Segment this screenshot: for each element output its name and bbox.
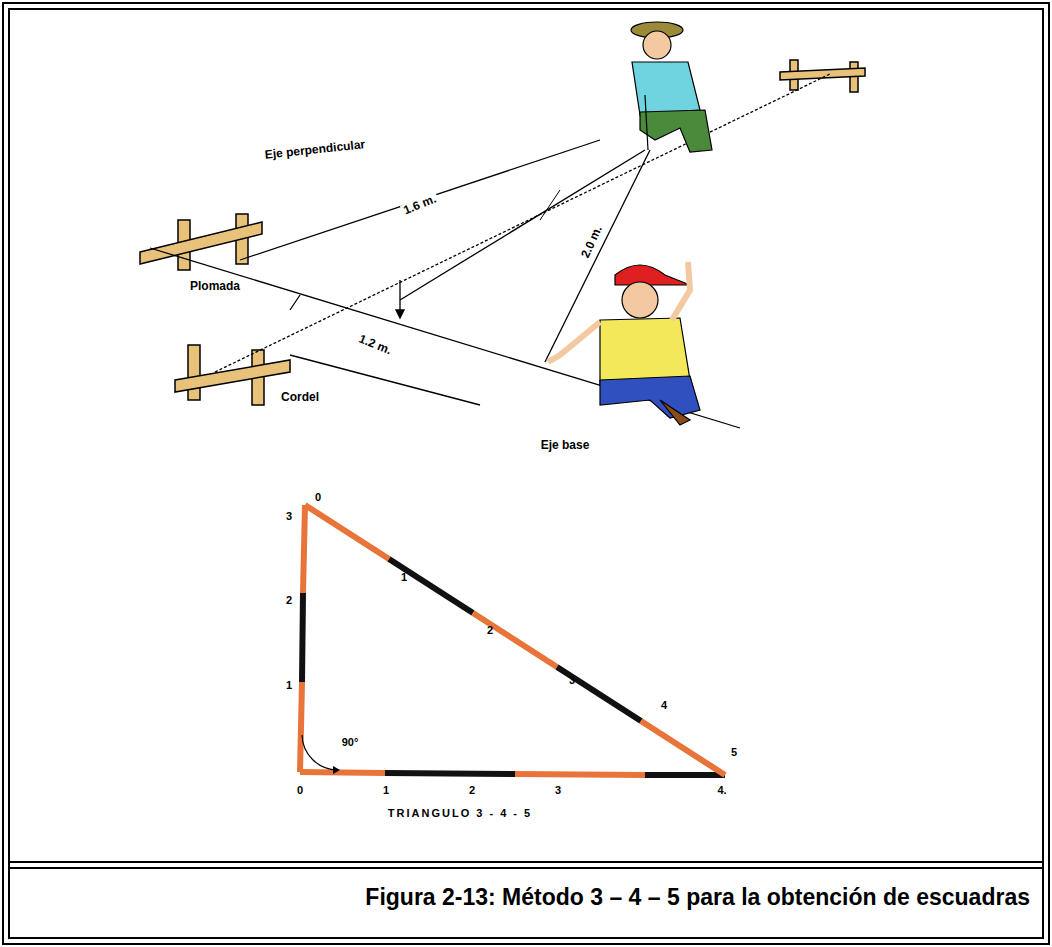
scale-number: 2 <box>485 624 495 636</box>
scale-number: 2 <box>467 784 477 796</box>
scale-number: 4. <box>715 784 728 796</box>
scale-number: 90° <box>340 736 361 748</box>
scale-number: 1 <box>399 571 409 583</box>
figure-caption: Figura 2-13: Método 3 – 4 – 5 para la ob… <box>12 866 1030 912</box>
callout-label: 1.2 m. <box>355 332 395 358</box>
scale-number: 0 <box>313 491 323 503</box>
callout-label: TRIANGULO 3 - 4 - 5 <box>386 807 534 819</box>
scale-number: 3 <box>567 674 577 686</box>
callout-label: Eje base <box>539 439 592 452</box>
scale-number: 2 <box>284 594 294 606</box>
scale-number: 3 <box>284 510 294 522</box>
scale-number: 5 <box>729 746 739 758</box>
scale-number: 4 <box>659 699 669 711</box>
callout-label: Eje perpendicular <box>262 138 368 162</box>
scale-number: 0 <box>295 784 305 796</box>
scale-number: 3 <box>553 784 563 796</box>
callout-label: Cordel <box>279 391 321 404</box>
scale-number: 1 <box>381 784 391 796</box>
scale-number: 1 <box>284 679 294 691</box>
callout-label: Plomada <box>188 280 242 293</box>
callout-label: 2.0 m. <box>578 222 606 262</box>
callout-label: 1.6 m. <box>400 192 440 218</box>
